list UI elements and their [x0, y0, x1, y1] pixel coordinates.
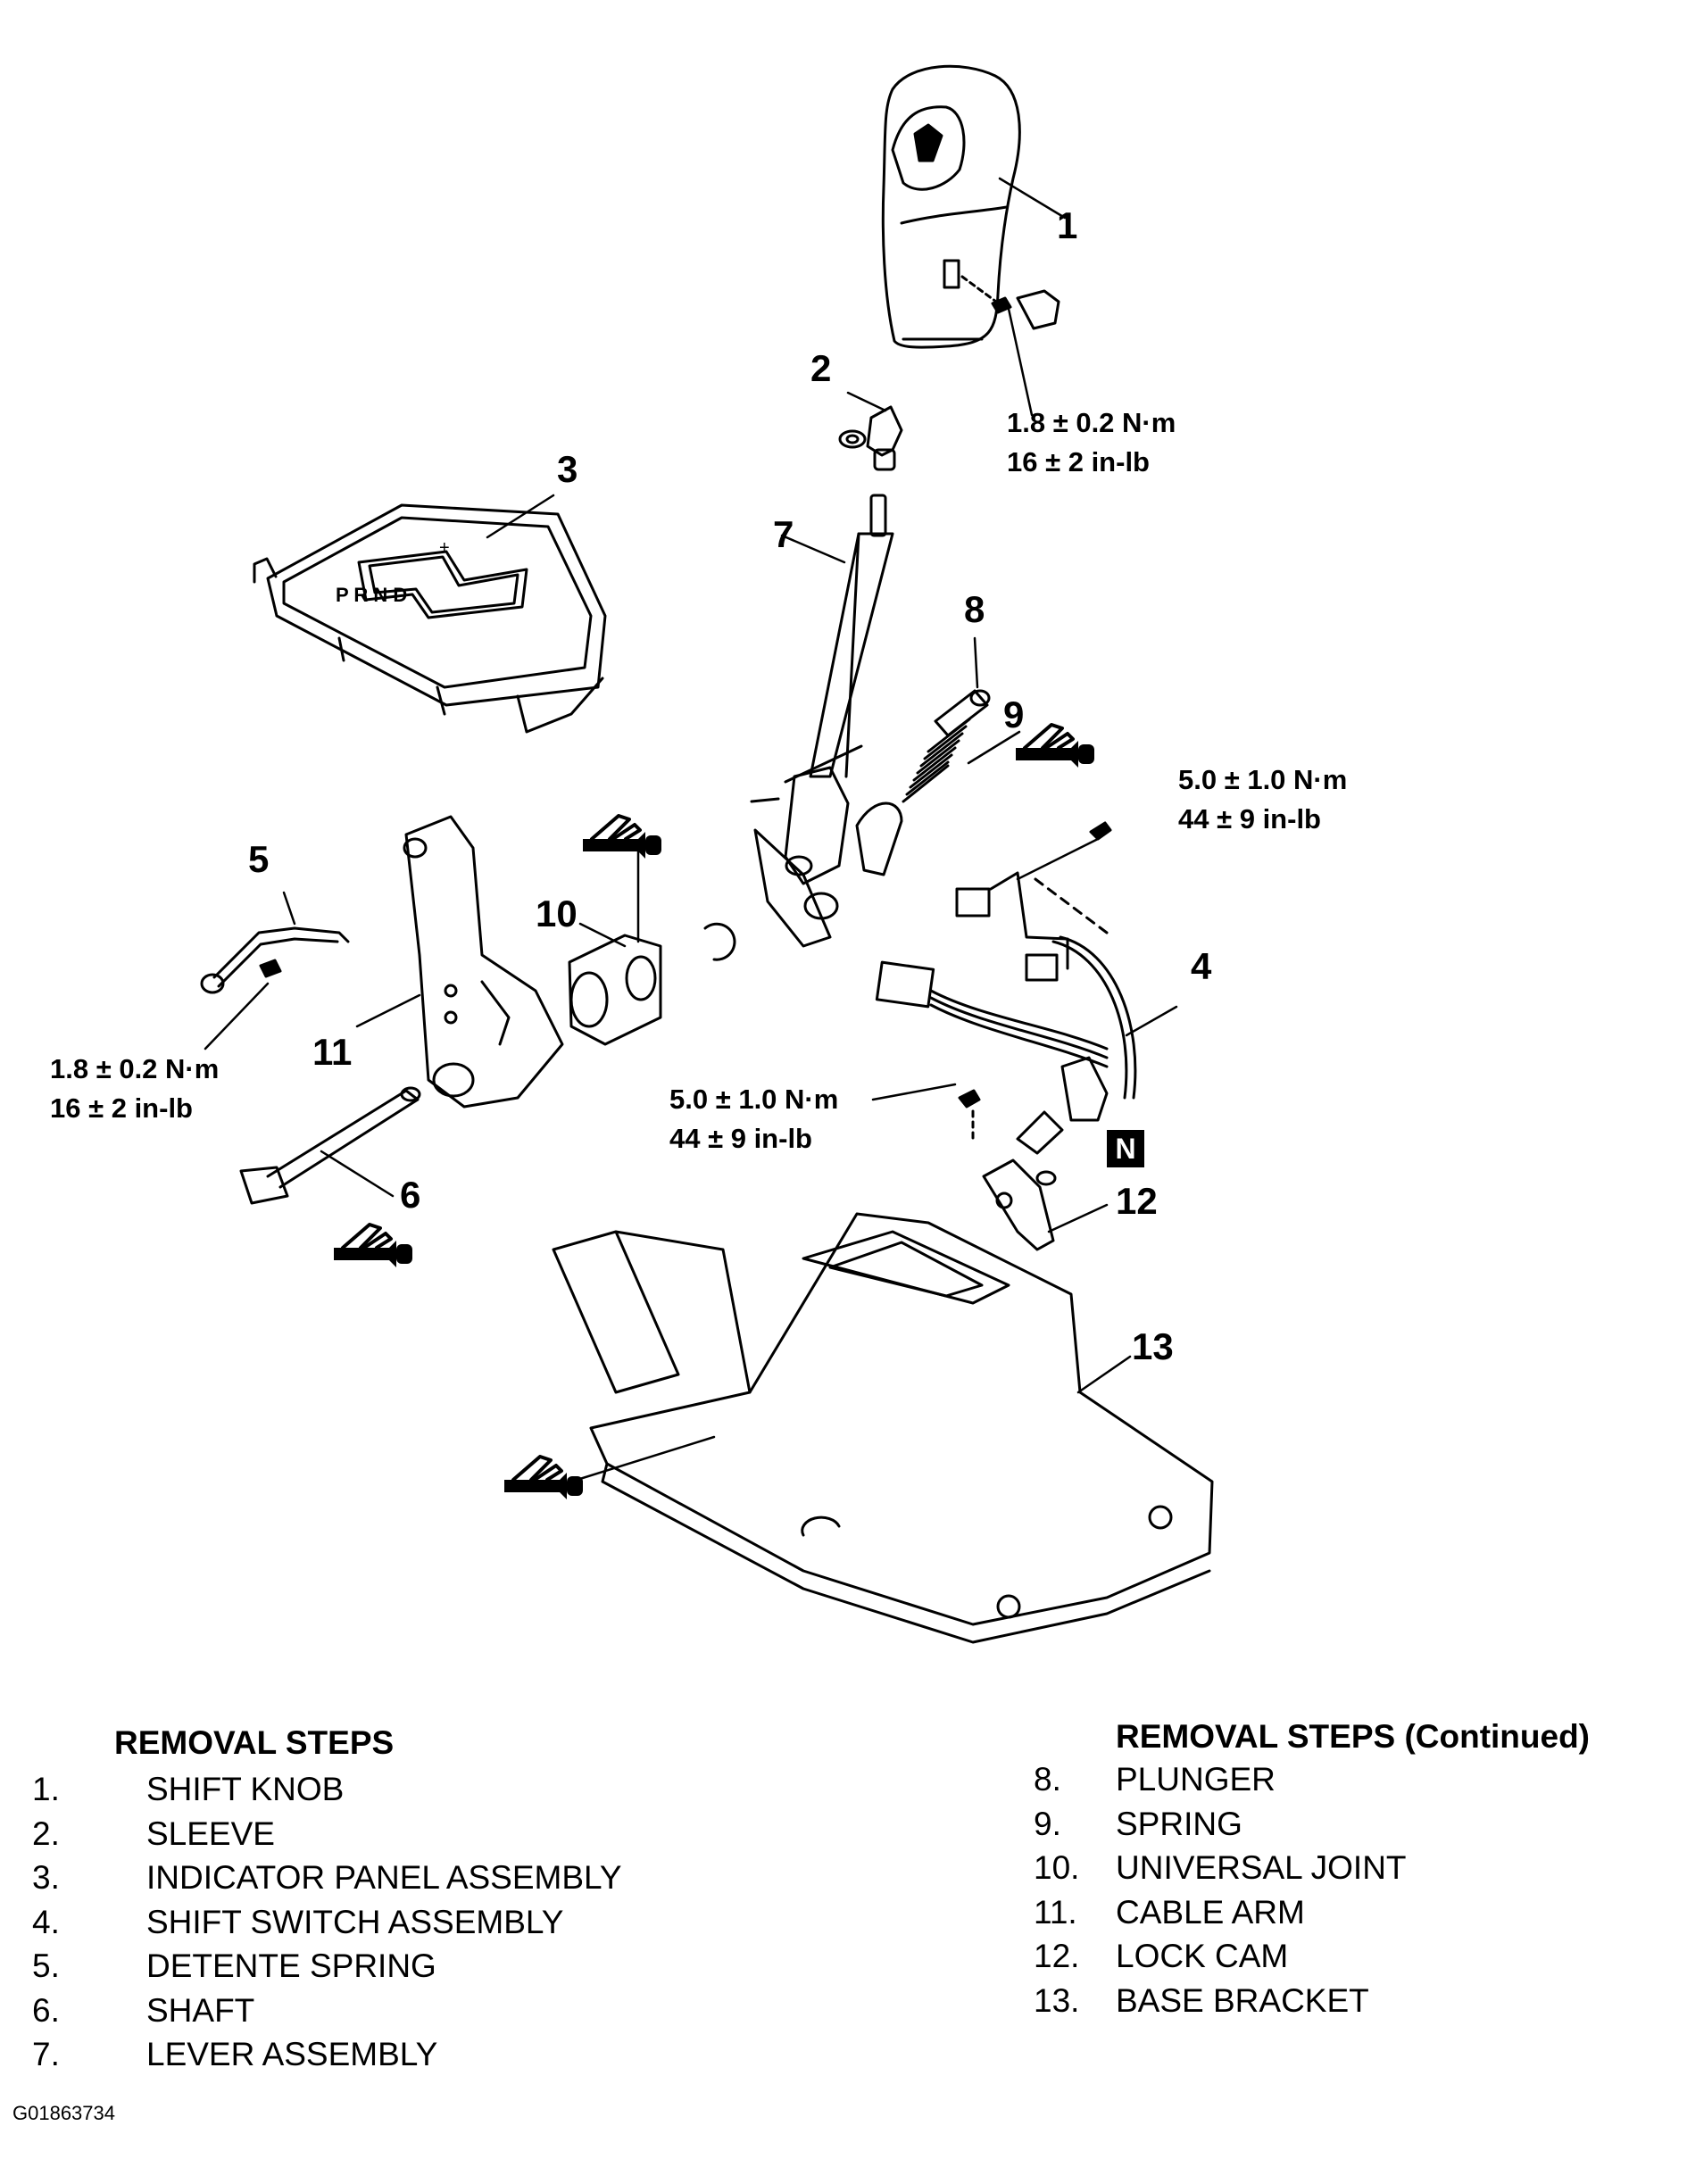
svg-text:P R N D: P R N D: [336, 584, 407, 606]
step-item: 1. SHIFT KNOB: [32, 1767, 622, 1812]
step-number: 10.: [1034, 1849, 1080, 1886]
step-item: 8. PLUNGER: [1034, 1757, 1590, 1802]
step-number: 8.: [1034, 1761, 1061, 1798]
step-item: 4. SHIFT SWITCH ASSEMBLY: [32, 1900, 622, 1945]
lock-cam-drawing: [982, 1158, 1109, 1251]
step-label: SHAFT: [146, 1991, 255, 2029]
torque-inlb: 16 ± 2 in-lb: [1007, 446, 1150, 477]
callout-1: 1: [1057, 204, 1078, 246]
figure-id: G01863734: [12, 2102, 115, 2124]
step-item: 2. SLEEVE: [32, 1812, 622, 1856]
universal-joint-drawing: [568, 846, 736, 1046]
step-number: 12.: [1034, 1938, 1080, 1974]
step-item: 13. BASE BRACKET: [1034, 1979, 1590, 2023]
sleeve-drawing: [838, 391, 903, 471]
torque-nm: 1.8 ± 0.2 N·m: [50, 1053, 220, 1084]
detente-spring-drawing: [200, 891, 350, 1050]
callout-12: 12: [1116, 1180, 1158, 1222]
callout-6: 6: [400, 1174, 421, 1216]
callout-11: 11: [312, 1031, 353, 1073]
step-number: 13.: [1034, 1981, 1080, 2019]
callout-9: 9: [1003, 693, 1025, 735]
step-item: 12. LOCK CAM: [1034, 1934, 1590, 1979]
torque-nm: 1.8 ± 0.2 N·m: [1007, 407, 1176, 438]
shift-knob-drawing: [881, 64, 1067, 417]
removal-steps-right: REMOVAL STEPS (Continued) 8. PLUNGER 9. SP…: [1034, 1718, 1590, 2022]
steps-title: REMOVAL STEPS: [114, 1724, 395, 1761]
step-item: 6. SHAFT: [32, 1989, 622, 2033]
shift-switch-drawing: [871, 821, 1178, 1155]
callout-5: 5: [248, 838, 270, 880]
step-number: 5.: [32, 1947, 60, 1984]
steps-title: REMOVAL STEPS (Continued): [1116, 1718, 1591, 1755]
step-item: 3. INDICATOR PANEL ASSEMBLY: [32, 1856, 622, 1900]
n-badge: N: [1107, 1130, 1144, 1167]
step-number: 3.: [32, 1859, 60, 1896]
callout-3: 3: [557, 448, 578, 490]
torque-nm: 5.0 ± 1.0 N·m: [1178, 764, 1348, 795]
step-label: UNIVERSAL JOINT: [1116, 1849, 1407, 1886]
step-number: 4.: [32, 1903, 60, 1940]
step-label: LEVER ASSEMBLY: [146, 2036, 438, 2072]
step-label: SHIFT SWITCH ASSEMBLY: [146, 1903, 564, 1940]
step-label: SHIFT KNOB: [146, 1771, 345, 1807]
plunger-spring-drawing: [902, 636, 1021, 803]
step-label: BASE BRACKET: [1116, 1981, 1369, 2019]
torque-inlb: 44 ± 9 in-lb: [1178, 803, 1321, 835]
step-number: 6.: [32, 1991, 60, 2029]
base-bracket-drawing: [552, 1212, 1214, 1644]
indicator-panel-drawing: P R N D +: [253, 494, 607, 734]
step-number: 2.: [32, 1814, 60, 1852]
torque-spec-detente: 1.8 ± 0.2 N·m 16 ± 2 in-lb: [50, 1050, 219, 1128]
torque-spec-knob: 1.8 ± 0.2 N·m 16 ± 2 in-lb: [1007, 403, 1176, 482]
torque-spec-switch-upper: 5.0 ± 1.0 N·m 44 ± 9 in-lb: [1178, 760, 1347, 839]
torque-inlb: 44 ± 9 in-lb: [669, 1123, 812, 1154]
callout-2: 2: [810, 347, 832, 389]
cable-arm-drawing: [355, 815, 564, 1109]
callout-13: 13: [1132, 1325, 1174, 1367]
svg-text:+: +: [439, 538, 450, 558]
step-number: 9.: [1034, 1805, 1061, 1842]
callout-7: 7: [773, 513, 794, 555]
step-item: 10. UNIVERSAL JOINT: [1034, 1846, 1590, 1890]
step-item: 7. LEVER ASSEMBLY: [32, 2032, 622, 2077]
step-label: SPRING: [1116, 1805, 1242, 1842]
step-label: DETENTE SPRING: [146, 1947, 436, 1984]
step-label: LOCK CAM: [1116, 1938, 1289, 1974]
exploded-diagram: P R N D +: [200, 64, 1214, 1644]
step-item: 5. DETENTE SPRING: [32, 1944, 622, 1989]
grease-gun-icon: [1014, 723, 1096, 769]
step-label: PLUNGER: [1116, 1761, 1276, 1798]
step-label: SLEEVE: [146, 1814, 275, 1852]
torque-inlb: 16 ± 2 in-lb: [50, 1092, 193, 1124]
grease-gun-icon: [332, 1223, 414, 1269]
step-item: 9. SPRING: [1034, 1802, 1590, 1847]
step-item: 11. CABLE ARM: [1034, 1890, 1590, 1935]
step-label: CABLE ARM: [1116, 1893, 1305, 1931]
lever-assembly-drawing: [750, 494, 903, 948]
grease-gun-icon: [581, 814, 663, 860]
grease-gun-icon: [503, 1455, 585, 1501]
removal-steps-left: REMOVAL STEPS 1. SHIFT KNOB 2. SLEEVE 3. IN…: [32, 1724, 622, 2077]
step-number: 7.: [32, 2036, 60, 2072]
step-label: INDICATOR PANEL ASSEMBLY: [146, 1859, 622, 1896]
shaft-drawing: [239, 1086, 421, 1205]
torque-spec-switch-lower: 5.0 ± 1.0 N·m 44 ± 9 in-lb: [669, 1080, 838, 1158]
callout-8: 8: [964, 588, 985, 630]
callout-4: 4: [1191, 945, 1212, 987]
torque-nm: 5.0 ± 1.0 N·m: [669, 1084, 839, 1115]
step-number: 11.: [1034, 1893, 1077, 1931]
callout-10: 10: [536, 893, 578, 934]
step-number: 1.: [32, 1771, 60, 1807]
